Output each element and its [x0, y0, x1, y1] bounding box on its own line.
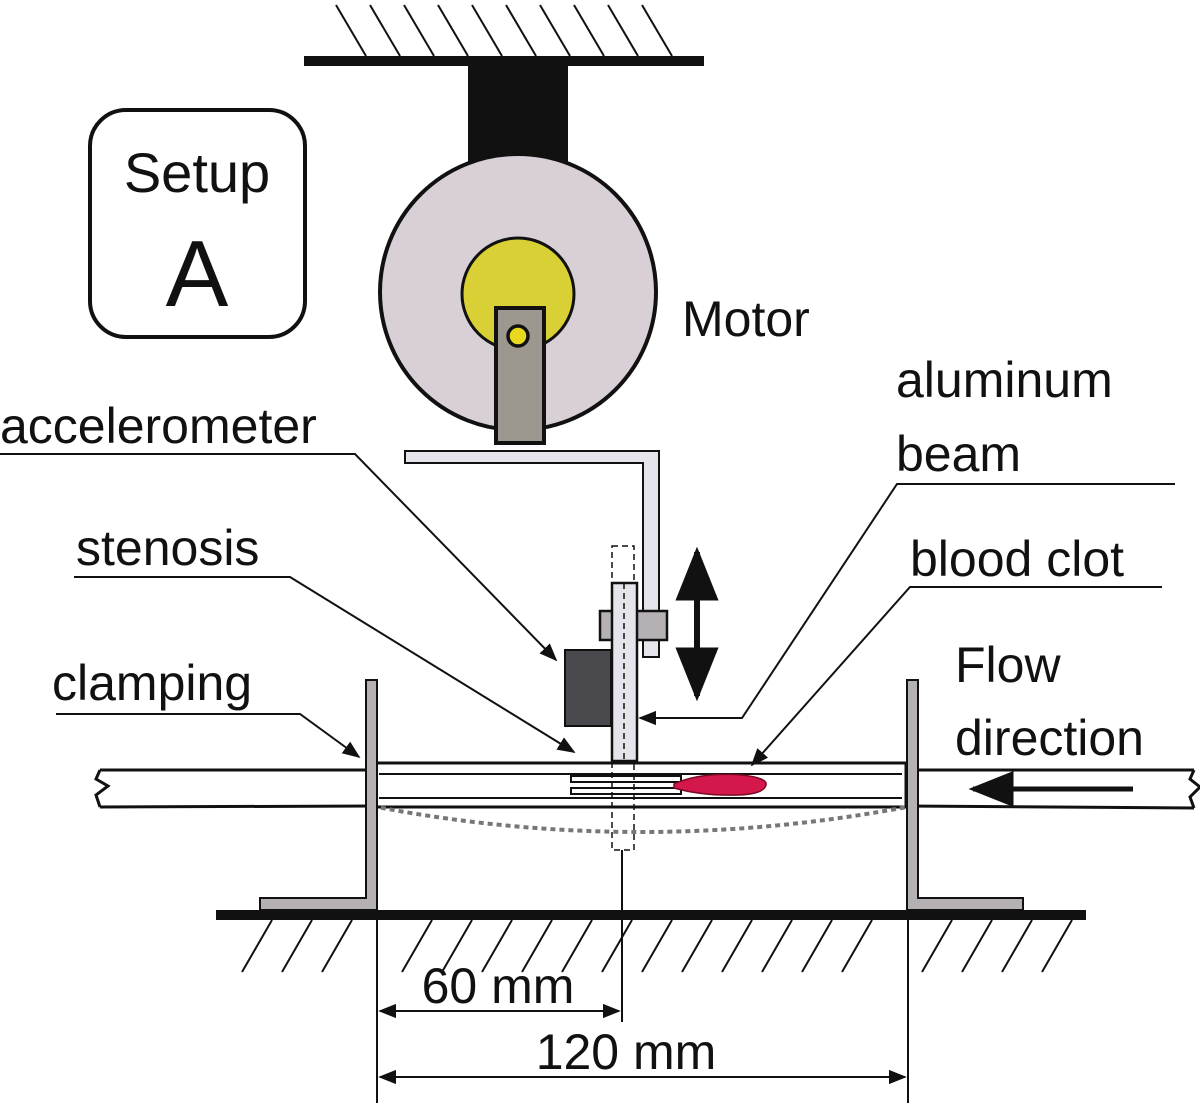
- aluminum-beam-leader: [638, 483, 1175, 726]
- tube-break-right: [1188, 769, 1200, 809]
- tube-break-left: [94, 769, 111, 808]
- stenosis-insert: [570, 775, 682, 795]
- accelerometer-leader: [0, 453, 558, 662]
- ceiling-hatching: [335, 4, 673, 57]
- motor: [378, 152, 658, 445]
- clamping-leader: [56, 713, 361, 759]
- dimension-60mm: 60 mm: [422, 958, 575, 1014]
- flow-label-1: Flow: [955, 637, 1061, 693]
- setup-badge-letter: A: [166, 221, 229, 326]
- dimension-lines: [376, 850, 909, 1103]
- setup-badge-frame: [88, 108, 307, 339]
- l-bracket: [404, 450, 660, 658]
- setup-badge: Setup A: [88, 108, 307, 339]
- accelerometer-label: accelerometer: [0, 398, 317, 454]
- ceiling: [304, 56, 704, 66]
- test-section: [373, 761, 908, 809]
- aluminum-beam-label-2: beam: [896, 426, 1021, 482]
- blood-clot: [673, 773, 767, 796]
- setup-badge-title: Setup: [124, 141, 270, 204]
- crank-pin: [506, 324, 530, 348]
- dimension-120mm: 120 mm: [536, 1024, 717, 1080]
- ground-plate: [216, 910, 1086, 920]
- ground-hatching: [241, 919, 1073, 973]
- blood-clot-leader: [750, 586, 1162, 767]
- blood-clot-label: blood clot: [910, 531, 1124, 587]
- motor-label: Motor: [682, 291, 810, 347]
- aluminum-beam-label-1: aluminum: [896, 352, 1113, 408]
- vessel-tube: [94, 768, 1200, 810]
- clamping-label: clamping: [52, 655, 252, 711]
- crank-arm: [494, 306, 546, 445]
- stenosis-leader: [74, 576, 576, 753]
- flow-label-2: direction: [955, 710, 1144, 766]
- deflection-curve: [371, 804, 913, 834]
- stenosis-label: stenosis: [76, 520, 259, 576]
- motor-mount: [468, 64, 568, 166]
- accelerometer-sensor: [564, 649, 612, 727]
